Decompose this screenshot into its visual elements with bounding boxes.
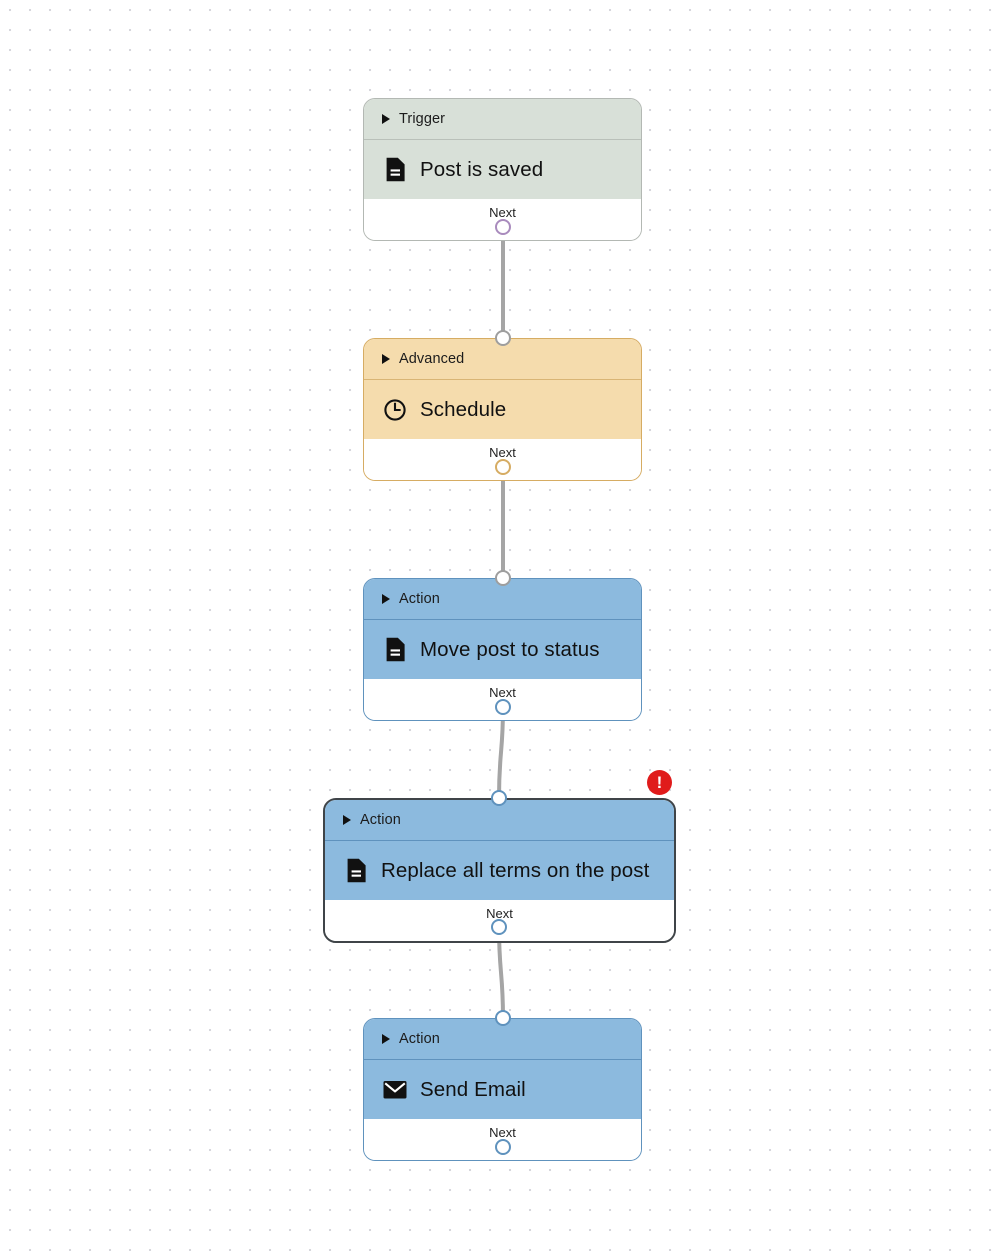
node-port-input[interactable] [491,790,507,806]
node-header[interactable]: Action [325,800,674,840]
node-body[interactable]: Post is saved [364,140,641,199]
collapse-triangle-icon[interactable] [343,815,351,825]
node-body[interactable]: Schedule [364,380,641,439]
envelope-icon [382,1077,408,1103]
node-port-output[interactable] [491,919,507,935]
node-body[interactable]: Send Email [364,1060,641,1119]
node-divider [364,619,641,620]
node-title: Schedule [420,397,507,421]
node-body[interactable]: Replace all terms on the post [325,841,674,900]
exclamation-icon: ! [656,773,663,792]
node-next-label: Next [489,685,516,700]
node-divider [364,139,641,140]
node-body[interactable]: Move post to status [364,620,641,679]
node-next-label: Next [489,205,516,220]
node-title: Send Email [420,1077,526,1101]
collapse-triangle-icon[interactable] [382,114,390,124]
node-category-label: Trigger [399,111,446,127]
node-title: Post is saved [420,157,544,181]
node-port-input[interactable] [495,330,511,346]
node-divider [325,840,674,841]
node-next-label: Next [486,906,513,921]
node-port-input[interactable] [495,570,511,586]
node-error-badge[interactable]: ! [647,770,672,795]
node-port-output[interactable] [495,699,511,715]
document-icon [343,858,369,884]
node-port-output[interactable] [495,219,511,235]
node-divider [364,1059,641,1060]
node-divider [364,379,641,380]
node-port-output[interactable] [495,1139,511,1155]
collapse-triangle-icon[interactable] [382,594,390,604]
node-next-label: Next [489,445,516,460]
document-icon [382,637,408,663]
node-category-label: Action [399,1031,440,1047]
collapse-triangle-icon[interactable] [382,354,390,364]
node-port-output[interactable] [495,459,511,475]
clock-icon [382,397,408,423]
node-port-input[interactable] [495,1010,511,1026]
node-title: Replace all terms on the post [381,858,650,882]
node-category-label: Action [360,812,401,828]
node-header[interactable]: Trigger [364,99,641,139]
node-next-label: Next [489,1125,516,1140]
node-category-label: Advanced [399,351,465,367]
node-category-label: Action [399,591,440,607]
collapse-triangle-icon[interactable] [382,1034,390,1044]
node-title: Move post to status [420,637,600,661]
document-icon [382,157,408,183]
